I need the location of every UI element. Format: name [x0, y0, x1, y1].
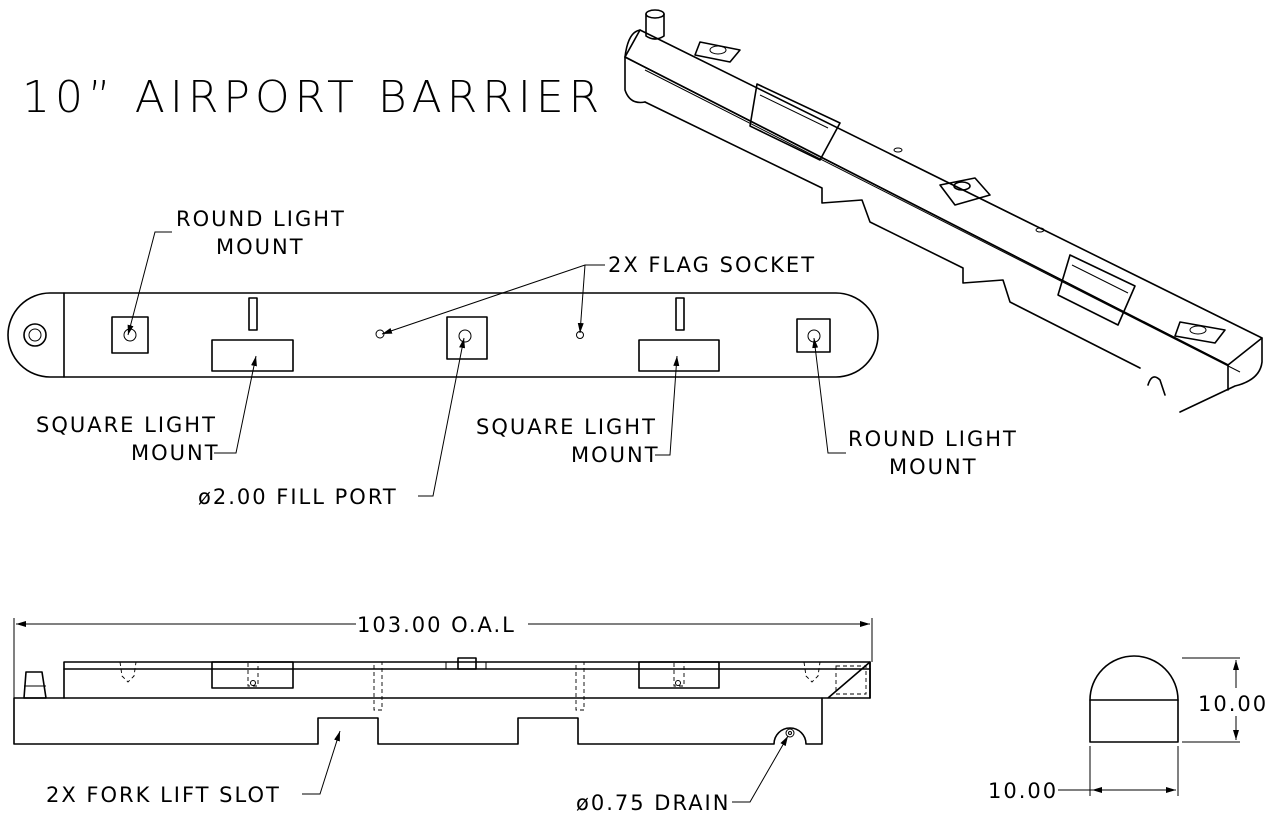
round-light-mount-2: [796, 318, 831, 353]
end-profile: [1089, 655, 1179, 743]
square-light-label-1b: MOUNT: [131, 441, 220, 465]
round-light-label-2a: ROUND LIGHT: [848, 427, 1018, 451]
round-light-label-1a: ROUND LIGHT: [176, 207, 346, 231]
square-light-label-1a: SQUARE LIGHT: [36, 413, 217, 437]
drain-label: ø0.75 DRAIN: [576, 791, 730, 815]
flag-socket-1: [375, 329, 385, 339]
top-view: [7, 292, 879, 378]
drawing-title: 10” AIRPORT BARRIER: [22, 72, 604, 123]
square-light-mount-1: [211, 339, 294, 372]
end-hole: [23, 323, 47, 347]
isometric-view: [624, 9, 1263, 413]
flag-socket-label: 2X FLAG SOCKET: [608, 253, 816, 277]
side-view: [13, 618, 873, 745]
square-light-mount-2: [638, 339, 720, 372]
width-dimension: 10.00: [988, 779, 1058, 803]
top-view-leaders: [127, 231, 846, 497]
fill-port: [446, 316, 488, 360]
oal-dimension: 103.00 O.A.L: [357, 613, 516, 637]
round-light-label-2b: MOUNT: [889, 455, 978, 479]
fork-lift-label: 2X FORK LIFT SLOT: [46, 783, 281, 807]
end-view: [1058, 655, 1240, 796]
height-dimension: 10.00: [1198, 692, 1268, 716]
round-light-mount-1: [111, 316, 149, 354]
square-light-label-2b: MOUNT: [571, 443, 660, 467]
fill-port-label: ø2.00 FILL PORT: [198, 485, 398, 509]
barrier-outline-top: [7, 292, 879, 378]
round-light-label-1b: MOUNT: [216, 235, 305, 259]
square-light-label-2a: SQUARE LIGHT: [476, 415, 657, 439]
